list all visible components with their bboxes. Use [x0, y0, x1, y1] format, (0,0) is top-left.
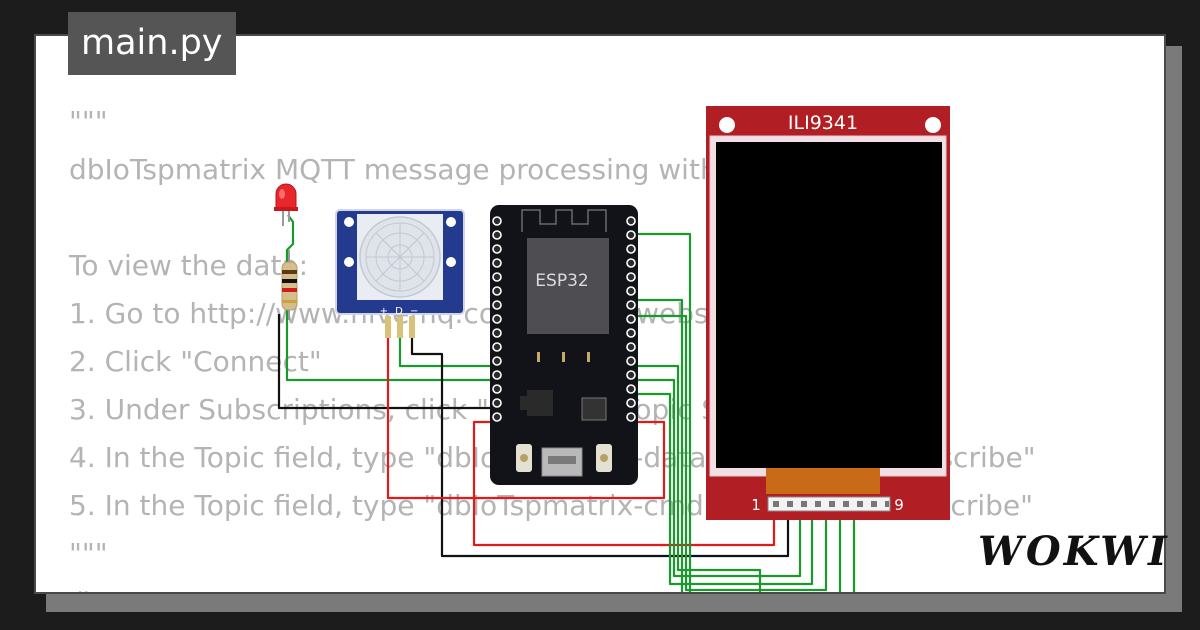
resistor-band [282, 300, 297, 303]
ili9341-display: ILI9341 1 9 [706, 106, 950, 520]
resistor-band [282, 279, 297, 283]
pir-hole [446, 257, 456, 267]
led-leg [282, 208, 284, 226]
pir-hole [344, 217, 354, 227]
esp32-regulator [527, 390, 553, 416]
file-tab[interactable]: main.py [68, 12, 236, 75]
display-label: ILI9341 [788, 112, 858, 134]
esp32-left-header [492, 216, 502, 422]
display-mount-hole [925, 117, 941, 133]
code-line: """ [69, 537, 108, 570]
led-highlight [279, 189, 285, 199]
wire-green-d4 [632, 364, 762, 592]
esp32-button-cap [520, 454, 528, 462]
wire-green-d23 [632, 232, 692, 592]
code-line: # ... [69, 578, 1036, 592]
wire-green-d15 [632, 392, 814, 586]
pir-pin [397, 316, 403, 338]
code-line: """ [69, 105, 108, 138]
display-pin-last: 9 [894, 496, 904, 514]
display-screen [716, 142, 942, 468]
display-header-pins [773, 501, 889, 507]
wire-green-pir [398, 338, 497, 368]
esp32-regulator-tab [520, 396, 528, 410]
resistor-band [282, 288, 297, 292]
led-leg [288, 208, 290, 222]
esp32-usb-port-slot [548, 456, 576, 464]
code-line: 2. Click "Connect" [69, 345, 322, 378]
wire-red-esp-vin [472, 420, 776, 547]
wire-green-d2 [632, 378, 802, 578]
esp32-right-header [626, 216, 636, 422]
esp32-module-pads [537, 352, 590, 362]
pir-pin [409, 316, 415, 338]
esp32-module [527, 238, 609, 334]
led-rim [274, 207, 298, 211]
display-flex-cable [766, 468, 880, 494]
pir-dome-pattern [365, 222, 435, 292]
esp32-usb-chip [581, 397, 607, 421]
wire-green-led [285, 214, 497, 382]
wire-green-d5 [632, 314, 828, 592]
pir-pin [385, 316, 391, 338]
wokwi-logo: WOKWI [978, 528, 1170, 575]
wire-black-pir-gnd [410, 338, 790, 558]
esp32-label: ESP32 [535, 271, 588, 291]
resistor [281, 250, 298, 320]
pir-hole [344, 257, 354, 267]
esp32-antenna [521, 209, 607, 232]
esp32-button-cap [600, 454, 608, 462]
wires [277, 214, 856, 592]
led [274, 183, 298, 226]
pir-pin-labels: + D − [380, 306, 421, 317]
led-body [275, 183, 297, 209]
wire-black-led-gnd [277, 314, 497, 410]
pir-sensor: + D − [335, 209, 465, 338]
wire-red-pir-vcc [386, 338, 666, 500]
display-pin-first: 1 [751, 496, 761, 514]
resistor-band [282, 270, 297, 274]
display-mount-hole [719, 117, 735, 133]
code-line: To view the data: [69, 249, 309, 282]
pir-hole [446, 217, 456, 227]
wire-green-d18 [632, 298, 684, 592]
esp32-board: ESP32 [490, 205, 638, 485]
